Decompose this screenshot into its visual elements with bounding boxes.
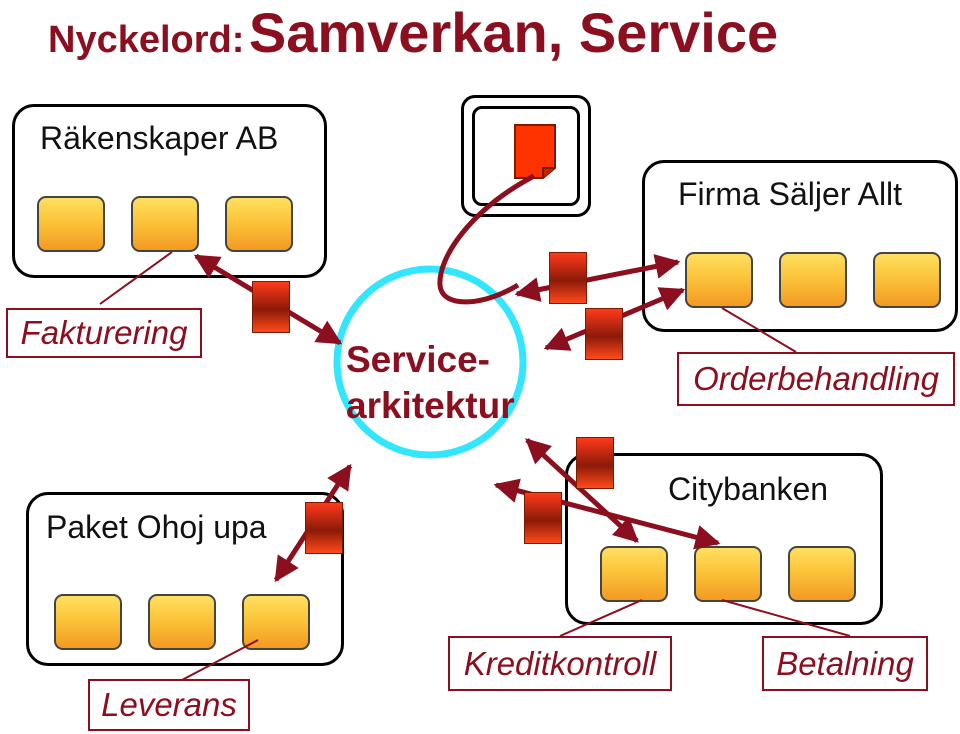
title-keyword: Nyckelord:	[48, 19, 245, 61]
component	[131, 196, 199, 252]
service-label-fakturering: Fakturering	[6, 308, 202, 358]
center-label-line1: Service-	[346, 339, 490, 380]
service-interface	[305, 502, 343, 554]
external-system-inner-frame	[472, 106, 580, 206]
document-connector-curve	[437, 173, 536, 305]
service-interface	[252, 281, 290, 333]
pointer-line	[559, 599, 643, 637]
service-architecture-ring	[333, 265, 527, 459]
service-label-orderbehandling: Orderbehandling	[677, 352, 955, 406]
component	[242, 594, 310, 650]
org-firma-name: Firma Säljer Allt	[678, 176, 903, 212]
center-label-line2: arkitektur	[346, 385, 515, 426]
service-label-kreditkontroll: Kreditkontroll	[448, 636, 672, 691]
component	[600, 546, 668, 602]
service-interface	[576, 437, 614, 489]
service-interface	[549, 252, 587, 304]
service-interface	[585, 308, 623, 360]
external-system-frame	[461, 95, 591, 217]
service-label-betalning: Betalning	[762, 636, 928, 691]
connector-arrow	[514, 254, 681, 302]
org-paket-name: Paket Ohoj upa	[46, 509, 267, 545]
pointer-line	[181, 639, 259, 681]
pointer-line	[721, 599, 851, 637]
title-text: Samverkan, Service	[248, 1, 779, 64]
service-label-leverans: Leverans	[88, 679, 250, 731]
component	[788, 546, 856, 602]
org-rakenskaper-name: Räkenskaper AB	[40, 120, 279, 156]
page-title: Nyckelord: Samverkan, Service	[48, 0, 778, 65]
component	[685, 252, 753, 308]
document-icon	[514, 124, 556, 179]
component	[779, 252, 847, 308]
pointer-line	[721, 307, 797, 353]
pointer-line	[99, 251, 173, 305]
component	[225, 196, 293, 252]
component	[54, 594, 122, 650]
component	[694, 546, 762, 602]
component	[148, 594, 216, 650]
center-label: Service- arkitektur	[346, 337, 515, 429]
component	[37, 196, 105, 252]
service-interface	[524, 492, 562, 544]
component	[873, 252, 941, 308]
